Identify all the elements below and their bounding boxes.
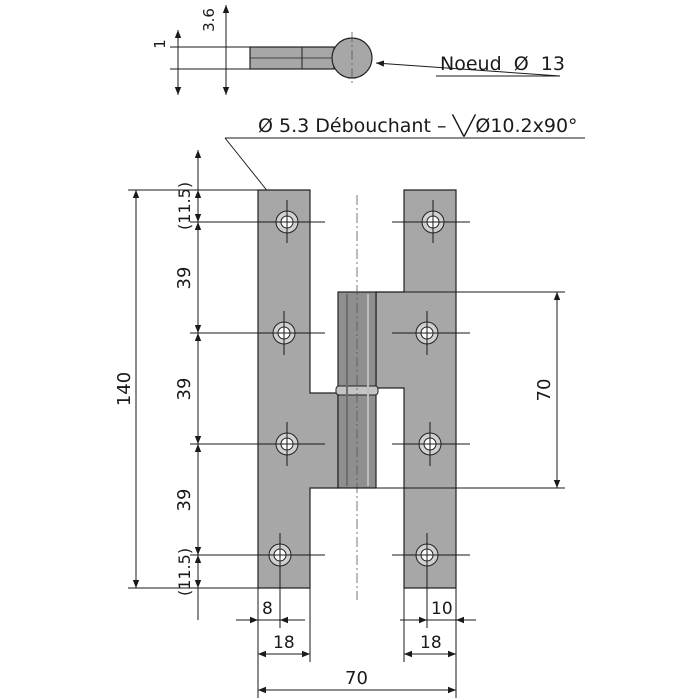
pitch-1-label: 39 bbox=[174, 267, 195, 290]
overall-width-label: 70 bbox=[345, 668, 368, 689]
thickness-label: 1 bbox=[151, 39, 169, 49]
left-leaf bbox=[257, 189, 339, 589]
right-leaf bbox=[375, 189, 457, 589]
right-leaf-width-label: 18 bbox=[420, 633, 442, 653]
right-hole-offset-label: 10 bbox=[431, 599, 453, 619]
hole-centerlines bbox=[190, 200, 470, 577]
pitch-3-label: 39 bbox=[174, 489, 195, 512]
knuckle-leader bbox=[375, 60, 561, 77]
top-view: 1 3.6 Noeud Ø 13 bbox=[151, 5, 565, 95]
left-leaf-width-label: 18 bbox=[273, 633, 295, 653]
hole-spec-callout: Ø 5.3 Débouchant – ╲╱Ø10.2x90° bbox=[224, 114, 585, 214]
vertical-dimensions: 140 (11.5) 39 39 39 (11.5) 70 bbox=[114, 150, 565, 620]
knuckle-label: Noeud Ø 13 bbox=[440, 53, 565, 75]
left-hole-offset-label: 8 bbox=[262, 599, 273, 619]
pitch-2-label: 39 bbox=[174, 378, 195, 401]
knuckle-length-label: 70 bbox=[534, 379, 555, 402]
height-label: 3.6 bbox=[200, 8, 218, 32]
top-margin-label: (11.5) bbox=[175, 182, 194, 230]
hole-spec-label: Ø 5.3 Débouchant – ╲╱Ø10.2x90° bbox=[258, 114, 578, 137]
horizontal-dimensions: 8 18 10 18 70 bbox=[236, 577, 476, 698]
left-leaf-holes bbox=[268, 210, 299, 567]
bottom-margin-label: (11.5) bbox=[175, 548, 194, 596]
overall-height-label: 140 bbox=[114, 372, 135, 406]
hinge-front-view bbox=[190, 189, 470, 600]
